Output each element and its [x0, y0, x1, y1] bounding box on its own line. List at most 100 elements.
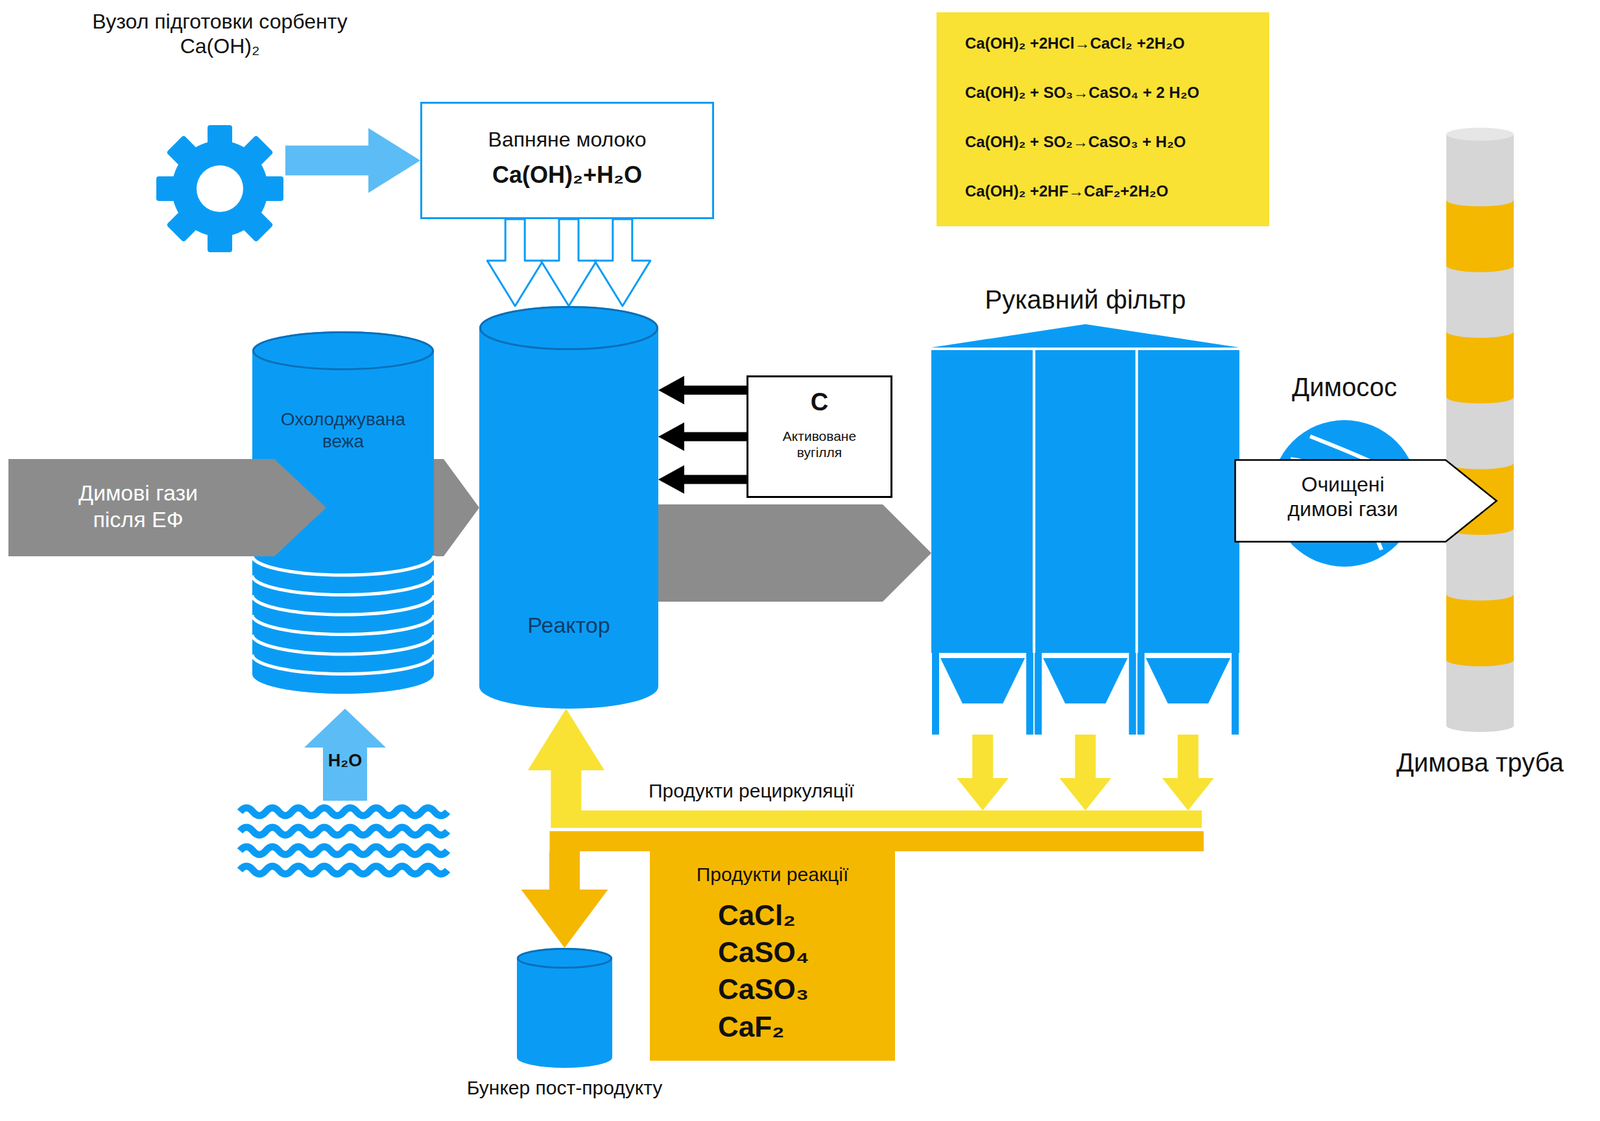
node-text: Ca(OH)₂ + SO₂→CaSO₃ + H₂O	[965, 132, 1261, 152]
product-discharge-arrow	[521, 851, 609, 949]
chimney-stack-part	[1446, 463, 1514, 536]
injection-arrow	[658, 465, 747, 495]
recirculation-drop-arrow	[1162, 734, 1215, 811]
dosing-arrow	[487, 219, 543, 307]
node-text: Активоване вугілля	[765, 428, 873, 461]
connector	[658, 376, 747, 495]
node-label: Охолоджувана вежа	[265, 408, 421, 453]
dosing-arrow	[540, 219, 597, 307]
node-label: Рукавний фільтр	[918, 284, 1253, 316]
bag-filter-part	[1026, 653, 1034, 735]
gas-flow-arrow	[658, 504, 932, 602]
bag-filter-part	[931, 324, 1240, 348]
reactor-shape	[479, 306, 659, 709]
connector	[487, 219, 651, 307]
recirculation-drop-arrow	[1059, 734, 1112, 811]
product-collection-bar	[549, 831, 1205, 852]
node-label: Вузол підготовки сорбенту Ca(OH)₂	[83, 9, 357, 60]
recirculation-drop-arrow	[956, 734, 1009, 811]
connector	[527, 708, 1215, 829]
chimney-stack-shape	[1446, 127, 1514, 733]
node-label: Очищені димові гази	[1273, 472, 1413, 523]
reaction-box: Ca(OH)₂ +2HCl→CaCl₂ +2H₂O Ca(OH)₂ + SO₃→C…	[936, 12, 1270, 227]
reactor-part	[480, 307, 658, 350]
chimney-stack-part	[1446, 199, 1514, 272]
product-bunker: Бункер пост-продукту	[516, 948, 613, 1069]
injection-arrow	[658, 422, 747, 452]
clean-gas-arrow: Очищені димові гази	[1234, 459, 1498, 543]
gear-icon: Вузол підготовки сорбенту Ca(OH)₂	[158, 122, 282, 255]
feed-arrow	[285, 128, 421, 194]
connector	[433, 459, 480, 557]
bag-filter-part	[1231, 653, 1239, 735]
reactor-part	[479, 306, 659, 709]
cooling-tower-part	[252, 575, 434, 596]
connector-label: Продукти рециркуляції	[648, 779, 855, 803]
bag-filter-part	[1129, 653, 1137, 735]
bag-filter-part	[1146, 658, 1231, 704]
activated-carbon-box: C Активоване вугілля	[746, 375, 893, 499]
node-text: Ca(OH)₂ + SO₃→CaSO₄ + 2 H₂O	[965, 83, 1261, 103]
node-label: Продукти реакції	[649, 863, 896, 887]
bag-filter-shape	[931, 324, 1240, 735]
gear-icon-shape	[158, 122, 282, 255]
bag-filter-part	[1032, 350, 1036, 654]
product-bunker-part	[516, 948, 613, 1069]
recirculation-line	[551, 810, 1202, 829]
water-arrow-part	[304, 708, 386, 801]
clean-gas-arrow-part	[1235, 460, 1497, 543]
node-label: Димова труба	[1361, 747, 1599, 779]
cooling-tower-part	[252, 595, 434, 615]
node-text: Ca(OH)₂ +2HF→CaF₂+2H₂O	[965, 182, 1261, 202]
flue-gas-arrow: Димові гази після ЕФ	[8, 459, 327, 557]
connector	[285, 128, 421, 194]
bag-filter-part	[1135, 350, 1139, 654]
chimney-stack-part	[1446, 594, 1514, 667]
bag-filter-part	[940, 658, 1025, 704]
bag-filter: Рукавний фільтр	[931, 324, 1240, 735]
gas-flow-arrow	[433, 459, 480, 557]
chimney-stack-part	[1446, 265, 1514, 338]
bag-filter-part	[1034, 653, 1042, 735]
node-label: Димосос	[1232, 371, 1457, 403]
bag-filter-part	[1137, 653, 1145, 735]
flue-gas-arrow-part	[8, 459, 327, 557]
cooling-tower-part	[253, 332, 434, 370]
bag-filter-part	[931, 350, 1240, 654]
chimney-stack-part	[1446, 134, 1514, 207]
injection-arrow	[658, 376, 747, 405]
node-label: Бункер пост-продукту	[432, 1076, 697, 1100]
water-arrow: H₂O	[304, 708, 386, 801]
node-text: Ca(OH)₂+H₂O	[422, 160, 713, 189]
chimney-stack-part	[1446, 331, 1514, 404]
reactor: Реактор	[479, 306, 659, 709]
chimney-stack-part	[1446, 396, 1514, 469]
lime-milk-box: Вапняне молокоCa(OH)₂+H₂O	[420, 101, 715, 220]
cooling-tower-part	[252, 331, 434, 694]
dosing-arrow	[594, 219, 651, 307]
connector	[658, 504, 932, 602]
gear-icon-part	[171, 140, 268, 237]
cooling-tower-part	[252, 634, 434, 655]
node-label: H₂O	[320, 750, 370, 772]
node-label: C	[748, 387, 891, 418]
gear-icon-part	[196, 165, 244, 213]
cooling-tower-part	[252, 655, 434, 675]
node-label: Вапняне молоко	[422, 127, 713, 152]
node-label: Ca(OH)₂ +2HCl→CaCl₂ +2H₂O	[965, 34, 1261, 54]
node-label: Реактор	[479, 612, 659, 639]
cooling-tower-part	[252, 555, 434, 576]
product-bunker-part	[518, 949, 612, 969]
node-label: Димові гази після ЕФ	[53, 479, 223, 534]
chimney-stack-part	[1446, 660, 1514, 733]
bag-filter-part	[1042, 658, 1128, 704]
product-bunker-shape	[516, 948, 613, 1069]
chimney-stack-part	[1446, 127, 1514, 141]
water-waves	[239, 808, 448, 875]
chimney-stack-part	[1446, 528, 1514, 601]
reaction-products-box: Продукти реакціїCaCl₂ CaSO₄ CaSO₃ CaF₂	[649, 851, 896, 1062]
cooling-tower-part	[252, 615, 434, 635]
node-text: CaCl₂ CaSO₄ CaSO₃ CaF₂	[717, 896, 842, 1046]
chimney-stack: Димова труба	[1446, 127, 1514, 733]
